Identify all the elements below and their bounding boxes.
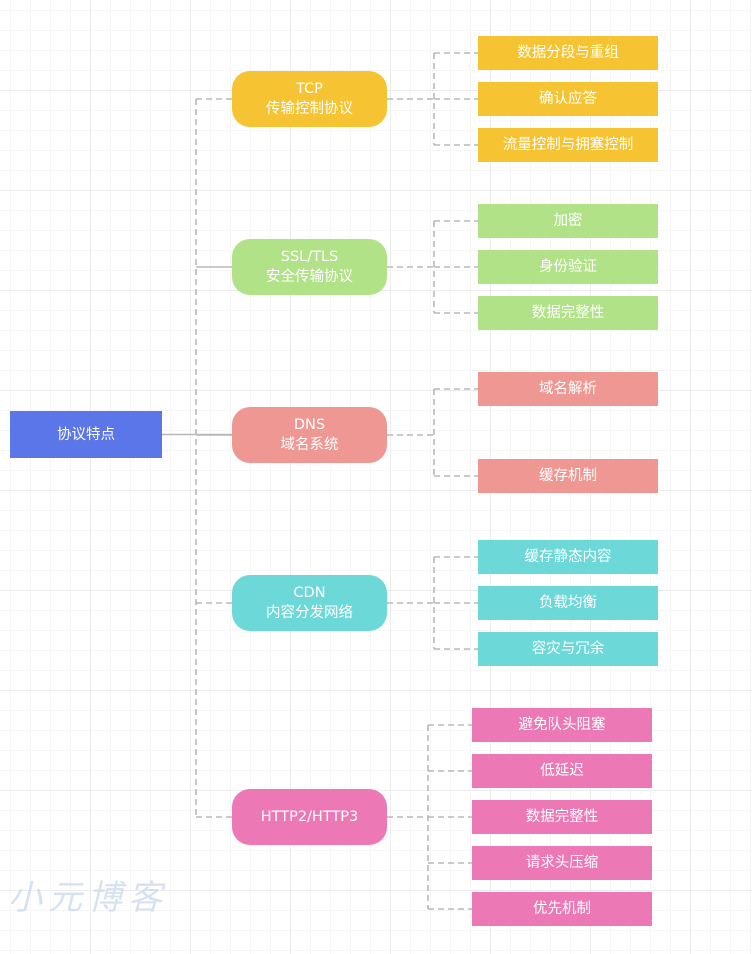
leaf-node[interactable]: 域名解析 — [478, 372, 658, 406]
branch-title: CDN — [293, 585, 326, 601]
branch-title: DNS — [293, 417, 326, 433]
leaf-label: 加密 — [553, 213, 583, 229]
leaf-label: 域名解析 — [539, 381, 597, 397]
branch-node-tcp[interactable]: TCP 传输控制协议 — [232, 71, 387, 127]
leaf-node[interactable]: 确认应答 — [478, 82, 658, 116]
leaf-label: 避免队头阻塞 — [518, 717, 606, 733]
branch-subtitle: 内容分发网络 — [266, 605, 353, 621]
leaf-node[interactable]: 缓存机制 — [478, 459, 658, 493]
branch-subtitle: 安全传输协议 — [266, 269, 353, 285]
leaf-label: 负载均衡 — [539, 595, 597, 611]
branch-node-cdn[interactable]: CDN 内容分发网络 — [232, 575, 387, 631]
branch-subtitle: 传输控制协议 — [266, 101, 353, 117]
leaf-node[interactable]: 低延迟 — [472, 754, 652, 788]
leaf-node[interactable]: 优先机制 — [472, 892, 652, 926]
branch-title: HTTP2/HTTP3 — [260, 809, 359, 825]
leaf-node[interactable]: 容灾与冗余 — [478, 632, 658, 666]
leaf-label: 确认应答 — [539, 91, 597, 107]
leaf-label: 缓存静态内容 — [524, 549, 612, 565]
branch-subtitle: 域名系统 — [280, 437, 339, 453]
leaf-label: 优先机制 — [533, 901, 591, 917]
branch-node-http2-http3[interactable]: HTTP2/HTTP3 — [232, 789, 387, 845]
leaf-label: 缓存机制 — [539, 468, 597, 484]
leaf-node[interactable]: 请求头压缩 — [472, 846, 652, 880]
leaf-label: 数据完整性 — [525, 809, 599, 825]
leaf-label: 流量控制与拥塞控制 — [502, 137, 634, 153]
leaf-node[interactable]: 加密 — [478, 204, 658, 238]
leaf-node[interactable]: 缓存静态内容 — [478, 540, 658, 574]
branch-node-ssl-tls[interactable]: SSL/TLS 安全传输协议 — [232, 239, 387, 295]
root-node[interactable]: 协议特点 — [10, 411, 162, 458]
root-label: 协议特点 — [57, 426, 115, 443]
leaf-node[interactable]: 流量控制与拥塞控制 — [478, 128, 658, 162]
leaf-label: 数据完整性 — [531, 305, 605, 321]
leaf-node[interactable]: 避免队头阻塞 — [472, 708, 652, 742]
leaf-label: 数据分段与重组 — [517, 45, 619, 61]
branch-title: TCP — [296, 81, 323, 97]
leaf-node[interactable]: 数据完整性 — [478, 296, 658, 330]
leaf-label: 低延迟 — [540, 763, 584, 779]
watermark: 小元博客 — [8, 878, 168, 918]
leaf-node[interactable]: 数据分段与重组 — [478, 36, 658, 70]
leaf-node[interactable]: 负载均衡 — [478, 586, 658, 620]
branch-title: SSL/TLS — [280, 249, 339, 265]
leaf-label: 身份验证 — [539, 259, 597, 275]
leaf-node[interactable]: 身份验证 — [478, 250, 658, 284]
leaf-label: 请求头压缩 — [525, 855, 599, 871]
leaf-node[interactable]: 数据完整性 — [472, 800, 652, 834]
branch-node-dns[interactable]: DNS 域名系统 — [232, 407, 387, 463]
leaf-label: 容灾与冗余 — [531, 641, 605, 657]
